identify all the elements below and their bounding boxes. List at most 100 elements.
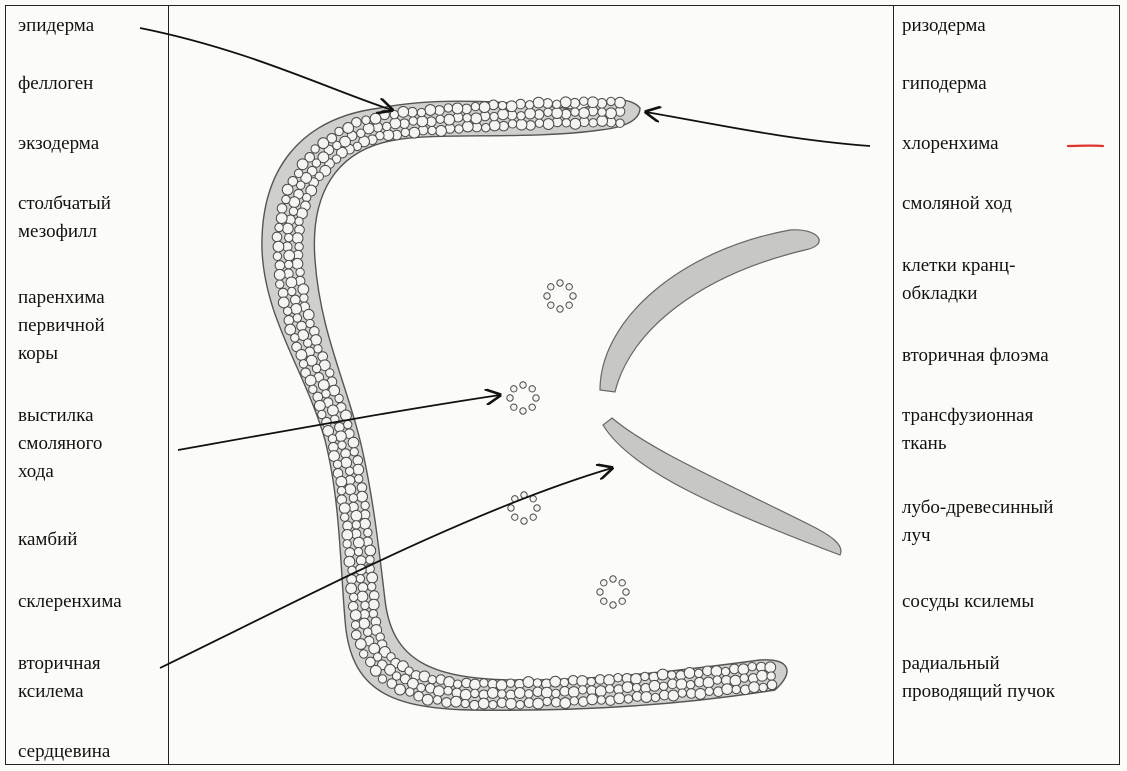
tissue-cell	[291, 304, 302, 315]
tissue-cell	[340, 513, 348, 521]
tissue-cell	[577, 676, 588, 687]
tissue-cell	[520, 408, 526, 414]
tissue-cell	[398, 106, 409, 117]
tissue-cell	[436, 126, 447, 137]
tissue-cell	[489, 701, 497, 709]
tissue-cell	[444, 687, 452, 695]
tissue-cell	[498, 101, 506, 109]
tissue-cell	[553, 100, 561, 108]
tissue-cell	[283, 307, 291, 315]
tissue-cell	[367, 572, 378, 583]
tissue-cell	[480, 679, 488, 687]
tissue-cell	[305, 375, 316, 386]
tissue-cell	[529, 386, 535, 392]
tissue-cell	[506, 679, 514, 687]
tissue-cell	[360, 518, 371, 529]
tissue-cell	[507, 395, 513, 401]
tissue-cell	[516, 701, 524, 709]
tissue-cell	[534, 505, 540, 511]
tissue-cell	[368, 599, 379, 610]
tissue-cell	[471, 113, 482, 124]
tissue-cell	[425, 105, 436, 116]
tissue-cell	[433, 696, 441, 704]
tissue-cell	[343, 540, 351, 548]
tissue-cell	[657, 669, 668, 680]
tissue-cell	[357, 491, 368, 502]
tissue-cell	[595, 686, 606, 697]
tissue-cell	[291, 334, 299, 342]
tissue-cell	[641, 672, 649, 680]
tissue-cell	[580, 97, 588, 105]
tissue-cell	[345, 467, 353, 475]
tissue-cell	[395, 684, 406, 695]
tissue-cell	[295, 242, 303, 250]
tissue-cell	[579, 108, 590, 119]
tissue-cell	[436, 115, 444, 123]
tissue-cell	[272, 232, 282, 242]
tissue-cell	[463, 114, 471, 122]
lower-inner-arc	[603, 418, 841, 555]
tissue-cell	[517, 112, 525, 120]
tissue-cell	[543, 697, 551, 705]
tissue-cell	[422, 694, 433, 705]
tissue-cell	[544, 108, 552, 116]
tissue-cell	[298, 284, 309, 295]
tissue-cell	[738, 664, 749, 675]
tissue-cell	[520, 382, 526, 388]
tissue-cell	[624, 695, 632, 703]
tissue-cell	[496, 680, 507, 691]
tissue-cell	[525, 108, 536, 119]
tissue-cell	[293, 314, 301, 322]
tissue-cell	[578, 686, 586, 694]
tissue-cell	[357, 591, 368, 602]
tissue-cell	[614, 693, 625, 704]
tissue-cell	[512, 514, 518, 520]
tissue-cell	[606, 108, 617, 119]
tissue-cell	[525, 690, 533, 698]
tissue-cell	[622, 682, 633, 693]
tissue-cell	[276, 213, 287, 224]
arrow-hlorenhima	[646, 112, 870, 146]
tissue-cell	[284, 260, 292, 268]
tissue-cell	[678, 689, 686, 697]
tissue-cell	[350, 448, 358, 456]
tissue-cell	[478, 698, 489, 709]
tissue-cell	[587, 694, 598, 705]
tissue-cell	[278, 288, 288, 298]
tissue-cell	[275, 261, 285, 271]
tissue-cell	[364, 628, 372, 636]
tissue-cell	[498, 109, 509, 120]
tissue-cell	[610, 576, 616, 582]
tissue-cell	[275, 223, 283, 231]
tissue-cell	[338, 441, 346, 449]
tissue-cell	[328, 405, 339, 416]
tissue-cell	[695, 688, 706, 699]
tissue-cell	[530, 514, 536, 520]
tissue-cell	[550, 676, 561, 687]
tissue-cell	[361, 601, 369, 609]
tissue-cell	[631, 674, 642, 685]
tissue-cell	[616, 119, 624, 127]
tissue-cell	[336, 431, 347, 442]
tissue-cell	[623, 589, 629, 595]
tissue-cell	[732, 685, 740, 693]
tissue-cell	[557, 280, 563, 286]
tissue-cell	[514, 688, 525, 699]
tissue-cell	[288, 287, 296, 295]
tissue-cell	[314, 400, 325, 411]
tissue-cell	[552, 689, 560, 697]
tissue-cell	[566, 284, 572, 290]
tissue-cell	[479, 102, 490, 113]
tissue-cell	[344, 420, 352, 428]
tissue-cell	[328, 435, 336, 443]
tissue-cell	[390, 110, 398, 118]
tissue-cell	[354, 548, 362, 556]
tissue-cell	[649, 680, 660, 691]
tissue-cell	[470, 700, 480, 710]
tissue-cell	[444, 114, 455, 125]
tissue-cell	[344, 556, 355, 567]
tissue-cell	[668, 671, 676, 679]
tissue-cell	[299, 360, 307, 368]
tissue-cell	[345, 484, 356, 495]
tissue-cell	[370, 113, 381, 124]
